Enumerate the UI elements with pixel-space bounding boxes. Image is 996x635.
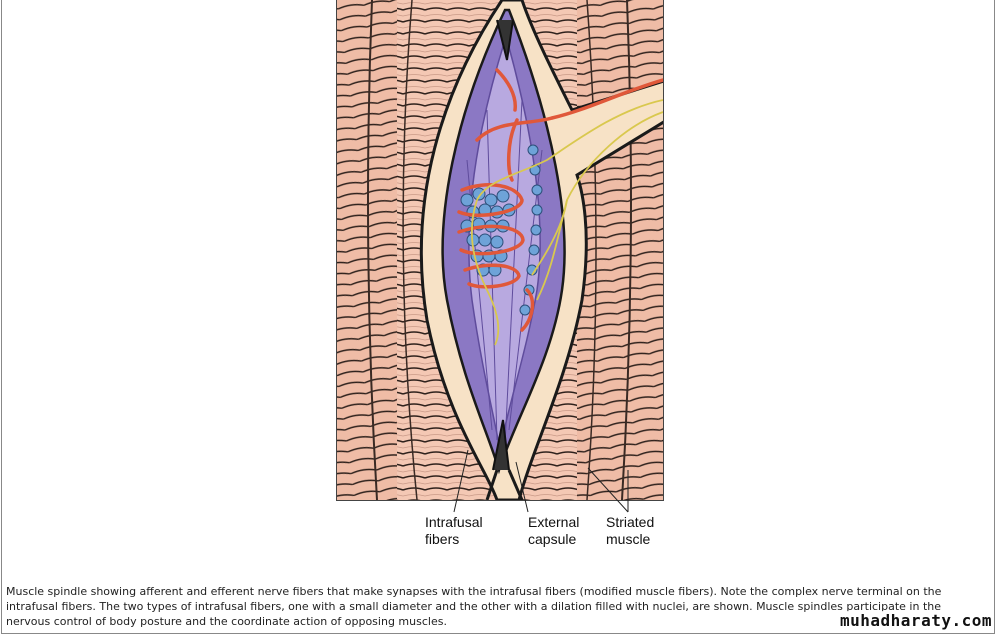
label-striated-line1: Striated bbox=[606, 514, 655, 530]
caption-line-2: intrafusal fibers. The two types of intr… bbox=[6, 600, 941, 613]
muscle-spindle-illustration bbox=[336, 0, 664, 501]
striated-muscle-left bbox=[337, 0, 397, 500]
figure-caption: Muscle spindle showing afferent and effe… bbox=[6, 584, 986, 629]
label-intrafusal-line1: Intrafusal bbox=[425, 514, 483, 530]
striated-muscle-right bbox=[577, 0, 663, 500]
label-external-capsule: External capsule bbox=[528, 514, 579, 548]
figure-labels: Intrafusal fibers External capsule Stria… bbox=[336, 500, 676, 560]
efferent-nerve bbox=[457, 68, 663, 332]
label-capsule-line2: capsule bbox=[528, 531, 577, 547]
caption-line-1: Muscle spindle showing afferent and effe… bbox=[6, 585, 942, 598]
spindle-drawing bbox=[337, 0, 663, 500]
label-intrafusal-fibers: Intrafusal fibers bbox=[425, 514, 483, 548]
caption-line-3: nervous control of body posture and the … bbox=[6, 615, 447, 628]
label-striated-line2: muscle bbox=[606, 531, 651, 547]
label-pointers bbox=[453, 449, 629, 513]
label-intrafusal-line2: fibers bbox=[425, 531, 460, 547]
site-watermark: muhadharaty.com bbox=[840, 611, 992, 630]
label-striated-muscle: Striated muscle bbox=[606, 514, 654, 548]
label-capsule-line1: External bbox=[528, 514, 580, 530]
afferent-nerve bbox=[470, 99, 663, 346]
